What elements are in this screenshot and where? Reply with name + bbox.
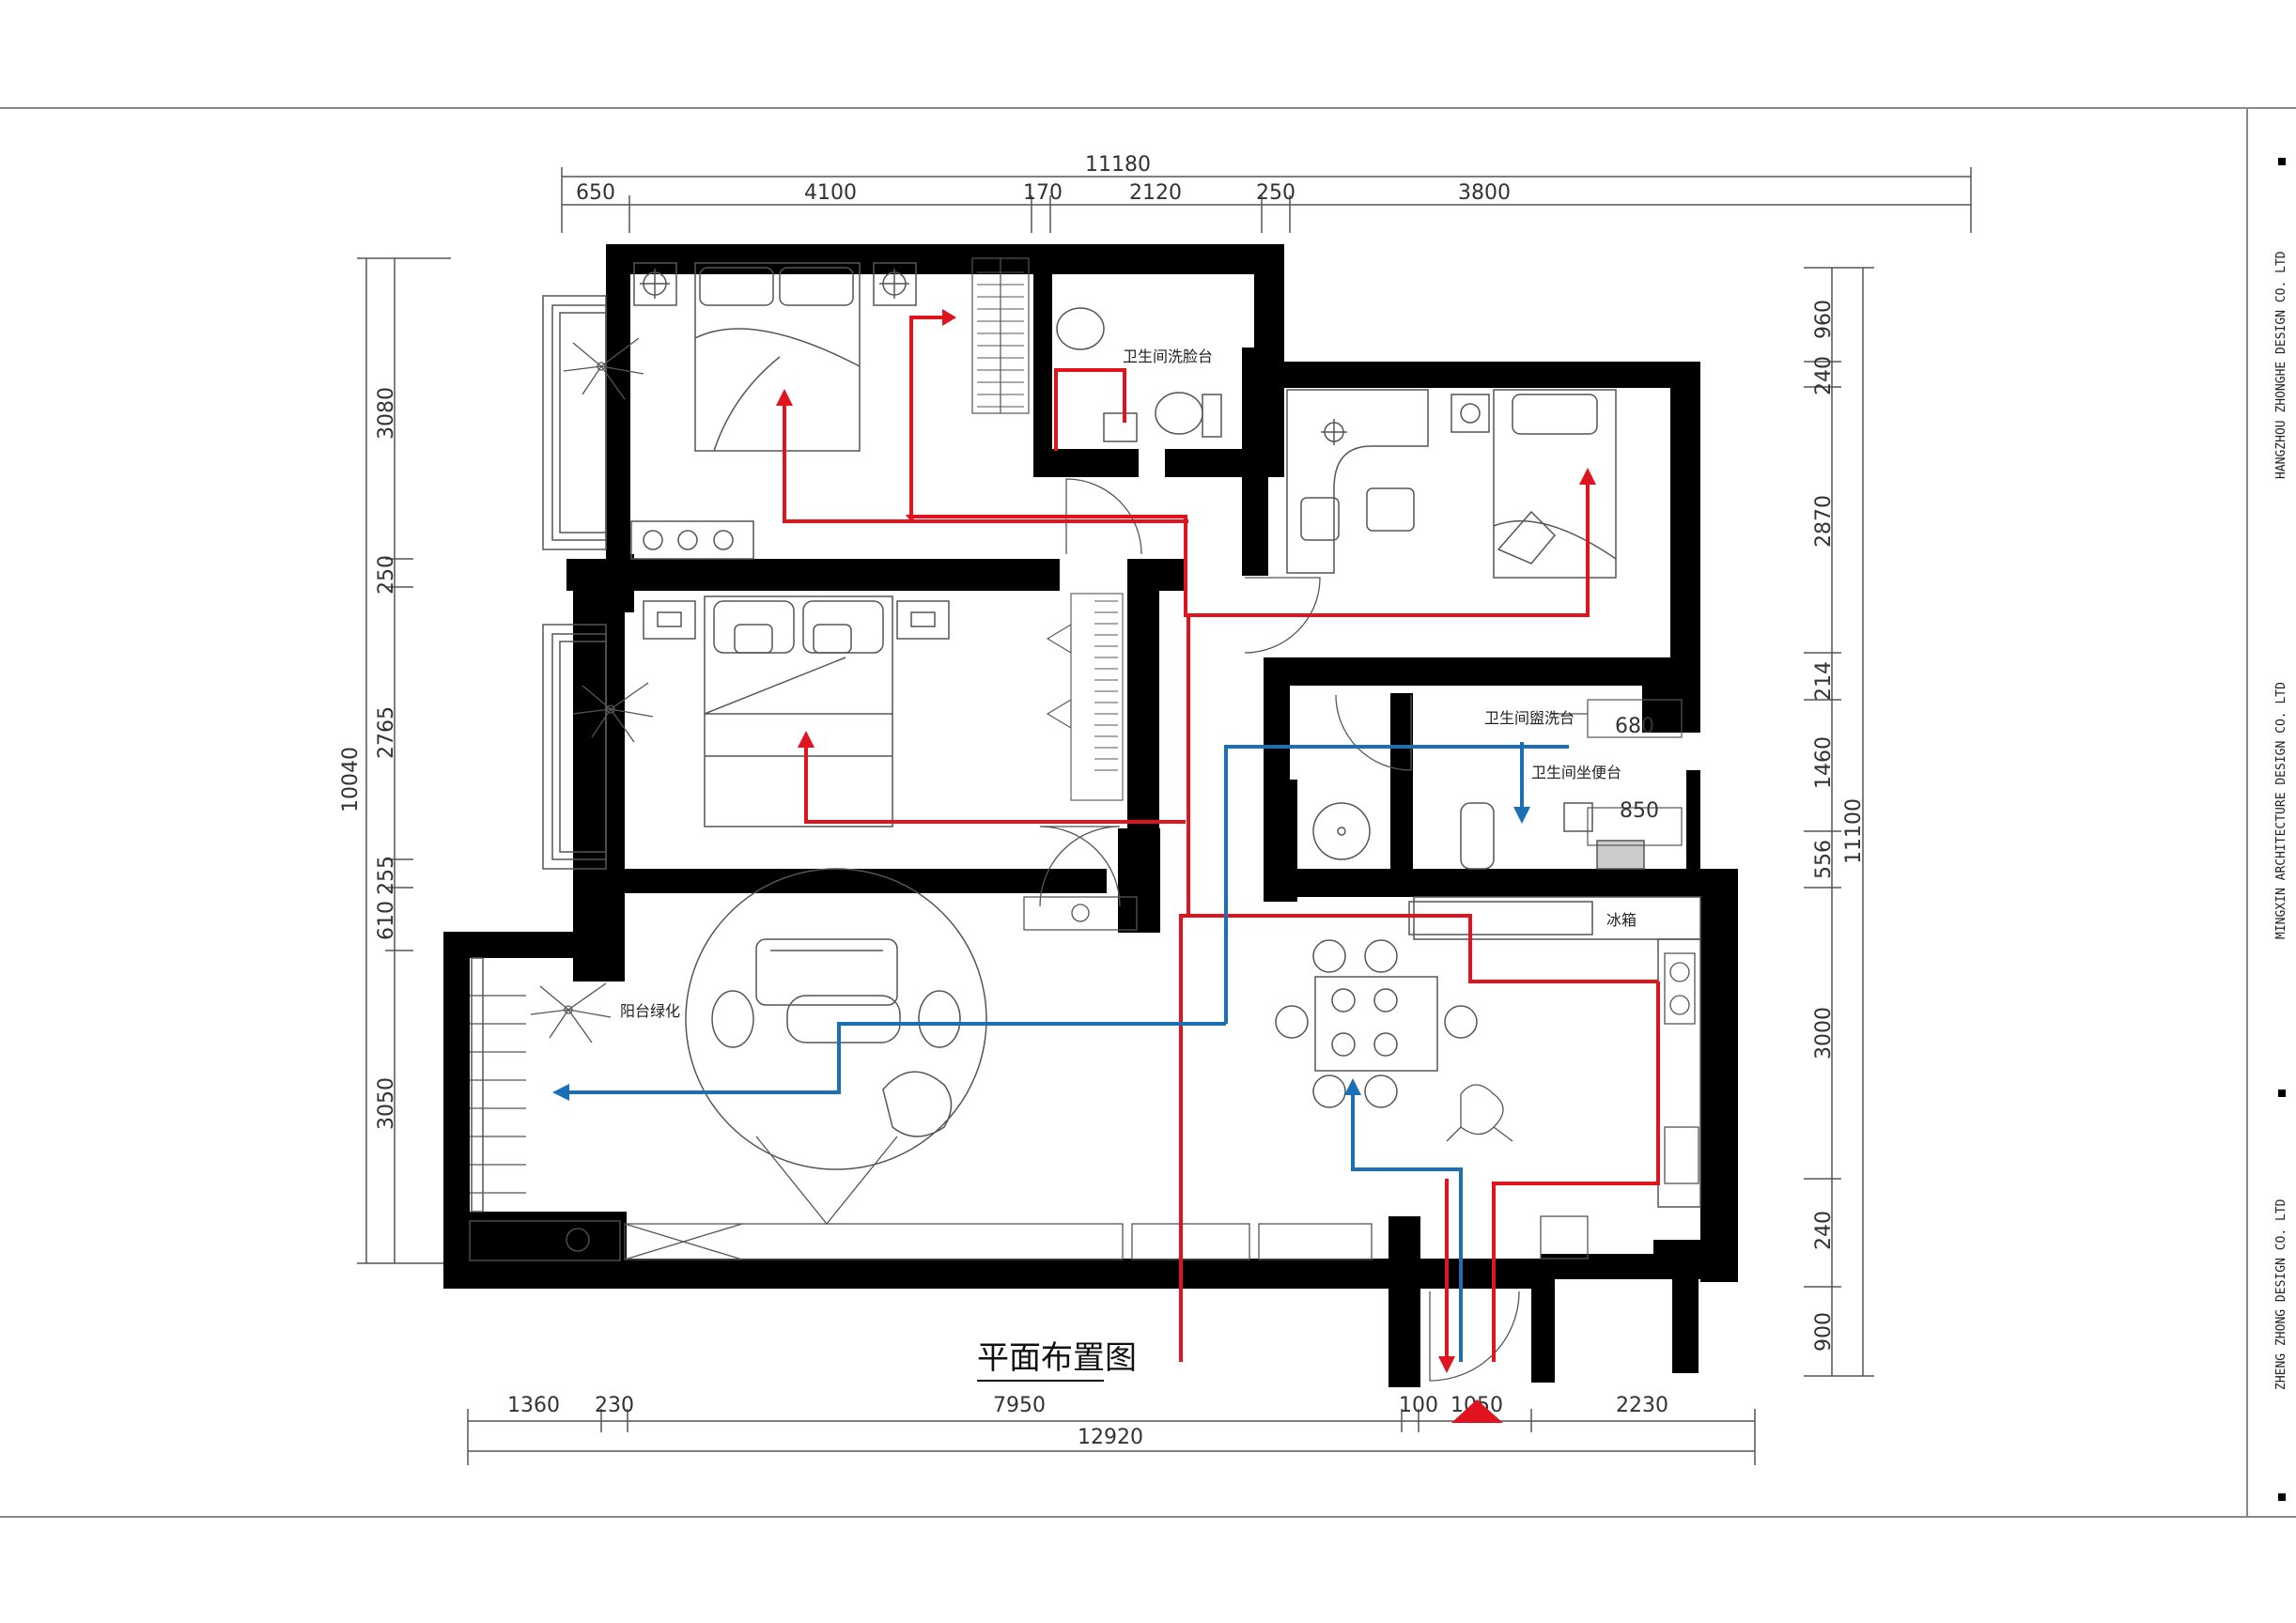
room-label-bath-wash: 卫生间盥洗台 <box>1484 709 1575 727</box>
nightstand-icon-2 <box>643 600 950 640</box>
console-icon <box>1023 896 1138 931</box>
side-strip-text-1: ZHENG ZHONG DESIGN CO. LTD <box>2274 1198 2288 1390</box>
bottom-dimensions <box>467 1409 1756 1465</box>
bottom-dim-seg-1: 1360 <box>507 1394 560 1417</box>
cabinet-lines <box>1550 699 1683 846</box>
left-dim-seg-5: 610 <box>375 901 398 940</box>
wardrobe-hangers <box>977 271 1024 408</box>
top-dim-seg-6: 3800 <box>1458 181 1511 205</box>
bed-icon-3 <box>1493 389 1617 579</box>
red-arrowheads <box>776 309 1596 1373</box>
right-dim-seg-1: 960 <box>1812 300 1836 339</box>
right-dim-seg-6: 556 <box>1812 840 1836 879</box>
left-dim-seg-6: 3050 <box>375 1077 398 1130</box>
right-dim-seg-3: 2870 <box>1812 495 1836 548</box>
top-dimensions <box>561 167 1972 233</box>
toilet-icon <box>1056 307 1222 442</box>
bottom-dim-seg-4: 100 <box>1399 1394 1438 1417</box>
doors <box>1039 478 1520 1382</box>
side-strip: ZHENG ZHONG DESIGN CO. LTD MINGXIN ARCHI… <box>2274 251 2288 1390</box>
top-dim-seg-3: 170 <box>1023 181 1063 205</box>
stove-icon <box>1540 952 1699 1260</box>
balcony-outlines <box>471 295 607 1213</box>
side-strip-text-2: MINGXIN ARCHITECTURE DESIGN CO. LTD <box>2274 682 2288 939</box>
bottom-dim-total: 12920 <box>1078 1426 1143 1449</box>
top-dim-seg-5: 250 <box>1256 181 1295 205</box>
sideboard-icon <box>630 520 754 560</box>
bottom-dim-seg-3: 7950 <box>993 1394 1046 1417</box>
cabinet-dim-850: 850 <box>1620 799 1659 823</box>
plan-title: 平面布置图 <box>977 1339 1137 1377</box>
bottom-dim-seg-2: 230 <box>595 1394 634 1417</box>
sink-icon <box>1312 802 1645 870</box>
blue-routes <box>564 742 1569 1362</box>
tv-cabinet <box>469 1136 1373 1261</box>
top-dim-total: 11180 <box>1085 153 1151 177</box>
red-routes <box>783 316 1660 1362</box>
wardrobe-icon <box>971 257 1030 414</box>
nightstand-icon <box>633 262 917 306</box>
left-dim-seg-3: 2765 <box>375 706 398 759</box>
left-dim-seg-4: 255 <box>375 856 398 895</box>
sofa-icon <box>685 868 987 1170</box>
side-strip-text-3: HANGZHOU ZHONGHE DESIGN CO. LTD <box>2274 251 2288 479</box>
right-dim-seg-2: 240 <box>1812 356 1836 395</box>
desk-icon <box>1286 389 1490 574</box>
room-label-fridge: 冰箱 <box>1606 911 1637 929</box>
left-dimensions <box>357 257 451 1264</box>
top-dim-seg-4: 2120 <box>1129 181 1182 205</box>
wardrobe-icon-3 <box>470 995 526 1194</box>
top-dim-seg-2: 4100 <box>804 181 857 205</box>
right-dim-seg-4: 214 <box>1812 661 1836 701</box>
entrance-arrow-icon <box>1451 1399 1503 1423</box>
room-label-bath-top: 卫生间洗脸台 <box>1123 348 1213 365</box>
dining-table-icon <box>1275 939 1478 1108</box>
walls <box>443 244 1738 1387</box>
right-dim-total: 11100 <box>1842 798 1866 864</box>
right-dim-seg-5: 1460 <box>1812 736 1836 789</box>
right-dim-seg-8: 240 <box>1812 1211 1836 1250</box>
chair-icon <box>1446 1084 1513 1142</box>
left-dim-seg-1: 3080 <box>375 387 398 440</box>
cabinet-dim-680: 680 <box>1615 715 1654 738</box>
right-dimensions <box>1804 267 1874 1377</box>
right-dim-seg-7: 3000 <box>1812 1007 1836 1059</box>
top-dim-seg-1: 650 <box>576 181 615 205</box>
blue-arrowheads <box>552 807 1530 1101</box>
room-label-living: 阳台绿化 <box>620 1002 680 1020</box>
room-label-bath-toilet: 卫生间坐便台 <box>1531 764 1621 781</box>
bed-icon <box>694 262 861 452</box>
bed-icon-2 <box>704 595 893 827</box>
wardrobe-icon-2 <box>1046 593 1124 801</box>
bottom-dim-seg-6: 2230 <box>1616 1394 1668 1417</box>
left-dim-total: 10040 <box>339 747 363 812</box>
left-dim-seg-2: 250 <box>375 555 398 595</box>
right-dim-seg-9: 900 <box>1812 1312 1836 1352</box>
plant-icon <box>530 337 654 1043</box>
side-markers <box>2278 158 2286 1501</box>
